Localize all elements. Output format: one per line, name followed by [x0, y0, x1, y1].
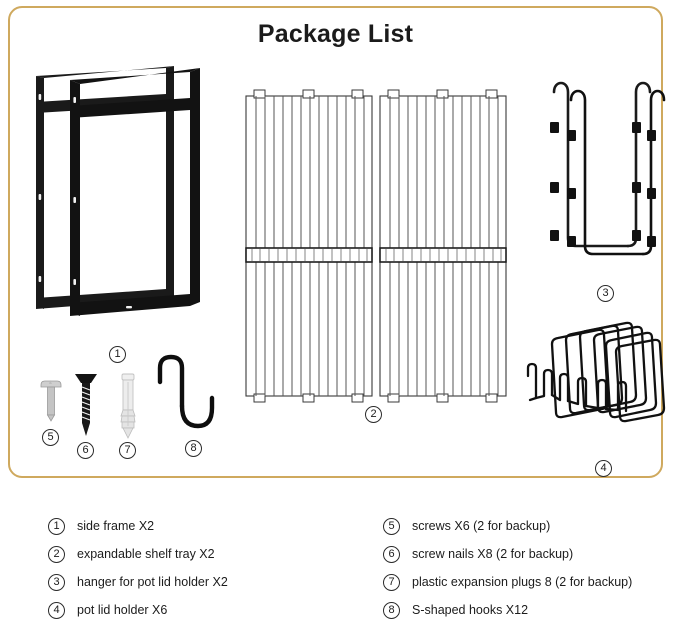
legend-column-left: 1 side frame X2 2 expandable shelf tray … [48, 512, 228, 624]
figure-expandable-shelf-tray: 2 [245, 89, 507, 423]
list-item: 4 pot lid holder X6 [48, 596, 228, 624]
legend-number-4: 4 [48, 601, 65, 619]
page-title: Package List [257, 20, 414, 48]
legend-number-5: 5 [383, 517, 400, 535]
figure-screw-nail: 6 [72, 370, 100, 459]
figure-screw: 5 [38, 376, 64, 446]
legend-label-s-shaped-hooks: S-shaped hooks X12 [412, 603, 529, 617]
callout-8: 8 [185, 440, 202, 457]
figure-side-frame: 1 [30, 66, 210, 363]
callout-1: 1 [109, 346, 126, 363]
legend-number-3: 3 [48, 573, 65, 591]
list-item: 3 hanger for pot lid holder X2 [48, 568, 228, 596]
list-item: 1 side frame X2 [48, 512, 228, 540]
legend-label-plastic-expansion-plugs: plastic expansion plugs 8 (2 for backup) [412, 575, 633, 589]
list-item: 2 expandable shelf tray X2 [48, 540, 228, 568]
legend-label-pot-lid-holder: pot lid holder X6 [77, 603, 168, 617]
callout-2: 2 [365, 406, 382, 423]
legend-number-8: 8 [383, 601, 400, 619]
figure-s-shaped-hook: 8 [146, 350, 216, 457]
package-list-panel: Package List [8, 6, 666, 478]
figure-hanger-for-pot-lid-holder: 3 [544, 70, 666, 302]
legend-label-screws: screws X6 (2 for backup) [412, 519, 551, 533]
callout-7: 7 [119, 442, 136, 459]
legend-column-right: 5 screws X6 (2 for backup) 6 screw nails… [383, 512, 632, 624]
callout-3: 3 [597, 285, 614, 302]
figure-plastic-expansion-plug: 7 [114, 372, 142, 459]
callout-6: 6 [77, 442, 94, 459]
callout-4: 4 [595, 460, 612, 477]
legend-label-hanger: hanger for pot lid holder X2 [77, 575, 228, 589]
callout-5: 5 [42, 429, 59, 446]
list-item: 5 screws X6 (2 for backup) [383, 512, 632, 540]
list-item: 8 S-shaped hooks X12 [383, 596, 632, 624]
list-item: 7 plastic expansion plugs 8 (2 for backu… [383, 568, 632, 596]
legend-number-2: 2 [48, 545, 65, 563]
legend-number-6: 6 [383, 545, 400, 563]
legend-number-7: 7 [383, 573, 400, 591]
legend-label-expandable-shelf-tray: expandable shelf tray X2 [77, 547, 215, 561]
legend: 1 side frame X2 2 expandable shelf tray … [0, 512, 679, 639]
legend-label-side-frame: side frame X2 [77, 519, 155, 533]
list-item: 6 screw nails X8 (2 for backup) [383, 540, 632, 568]
legend-label-screw-nails: screw nails X8 (2 for backup) [412, 547, 574, 561]
figure-pot-lid-holder: 4 [522, 316, 672, 477]
legend-number-1: 1 [48, 517, 65, 535]
